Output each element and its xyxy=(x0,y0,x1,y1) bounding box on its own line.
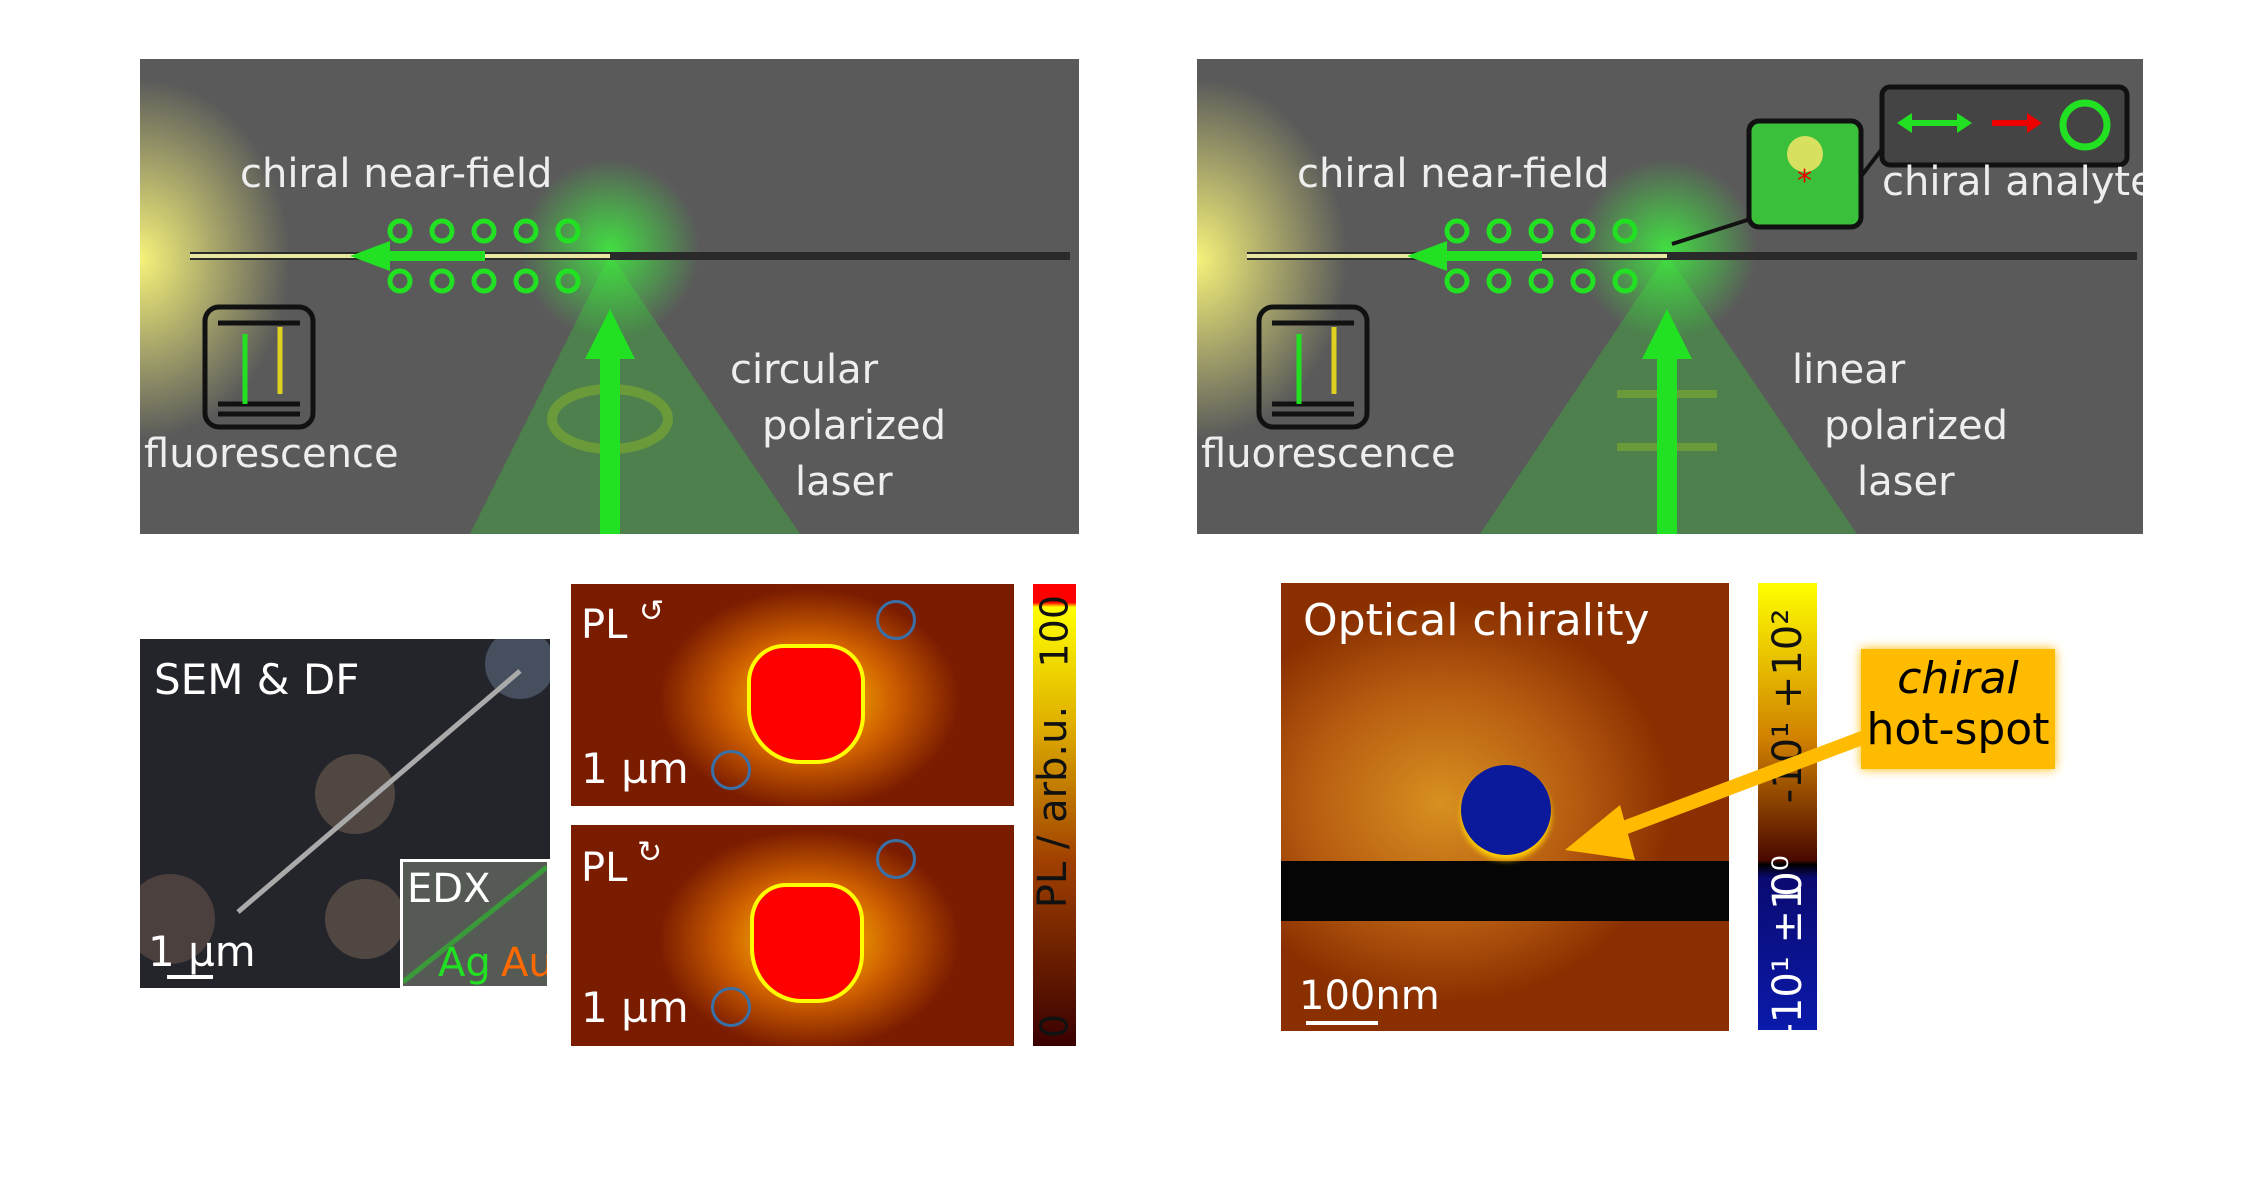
au-label: Au xyxy=(501,940,550,986)
pl-scale-label: 1 µm xyxy=(581,983,689,1032)
laser-label-1: linear xyxy=(1792,347,1906,393)
pl-scale-label: 1 µm xyxy=(581,744,689,793)
marker-circle xyxy=(876,600,916,640)
pl-hotspot xyxy=(751,648,861,760)
svg-text:*: * xyxy=(1797,164,1812,199)
colorbar-max: 100 xyxy=(1032,594,1077,668)
marker-circle xyxy=(711,987,751,1027)
pl-map-2: PL ↻ 1 µm xyxy=(571,825,1014,1046)
pl-hotspot xyxy=(754,887,860,999)
linear-laser-schematic: * chiral near-field fluorescence linear … xyxy=(1197,59,2143,534)
laser-label-2: polarized xyxy=(1824,403,2009,449)
sem-df-image: SEM & DF 1 µm EDX Ag Au xyxy=(140,639,550,988)
nanowire-cross-section xyxy=(1281,861,1729,921)
circular-ccw-icon: ↺ xyxy=(639,594,665,629)
circular-cw-icon: ↻ xyxy=(637,835,663,870)
colorbar-min: 0 xyxy=(1032,1013,1077,1039)
edx-inset: EDX Ag Au xyxy=(400,859,550,988)
marker-circle xyxy=(711,750,751,790)
schematic-graphic: * xyxy=(1197,79,2137,534)
laser-label-1: circular xyxy=(730,347,879,393)
pl-colorbar: 100 PL / arb.u. 0 xyxy=(1030,584,1077,1046)
colorbar-top-label: -10¹ +10² xyxy=(1765,608,1811,804)
schematic-graphic xyxy=(140,79,1070,534)
fluorescence-label: fluorescence xyxy=(144,431,399,477)
callout-line-2: hot-spot xyxy=(1866,704,2050,755)
laser-label-3: laser xyxy=(795,459,893,505)
ag-label: Ag xyxy=(438,940,491,986)
fluorescence-label: fluorescence xyxy=(1201,431,1456,477)
circular-laser-schematic: chiral near-field fluorescence circular … xyxy=(140,59,1079,534)
sem-title: SEM & DF xyxy=(154,655,360,704)
chiral-analyte-label: chiral analyte xyxy=(1882,159,2143,205)
colorbar-label: PL / arb.u. xyxy=(1030,705,1076,909)
laser-label-3: laser xyxy=(1857,459,1955,505)
sem-scale-label: 1 µm xyxy=(148,927,256,976)
pl-title: PL xyxy=(581,845,628,891)
hot-spot-callout: chiral hot-spot xyxy=(1861,649,2055,769)
marker-circle xyxy=(876,839,916,879)
optical-chirality-map: Optical chirality 100nm xyxy=(1281,583,1729,1031)
chirality-scale-label: 100nm xyxy=(1299,973,1440,1019)
pl-title: PL xyxy=(581,602,628,648)
scale-bar xyxy=(167,975,213,979)
edx-label: EDX xyxy=(407,866,491,912)
pl-map-1: PL ↺ 1 µm xyxy=(571,584,1014,806)
laser-label-2: polarized xyxy=(762,403,947,449)
near-field-label: chiral near-field xyxy=(1297,151,1610,197)
chirality-colorbar: -10¹ +10² 0⁰ -10¹ ±1 xyxy=(1758,583,1817,1038)
scale-bar xyxy=(1306,1021,1378,1025)
callout-line-1: chiral xyxy=(1897,653,2019,704)
near-field-label: chiral near-field xyxy=(240,151,553,197)
colorbar-bottom-label: -10¹ ±1 xyxy=(1765,884,1811,1038)
chirality-title: Optical chirality xyxy=(1303,595,1650,646)
nanoparticle xyxy=(1461,765,1551,855)
nanowire-graphic xyxy=(140,639,550,964)
